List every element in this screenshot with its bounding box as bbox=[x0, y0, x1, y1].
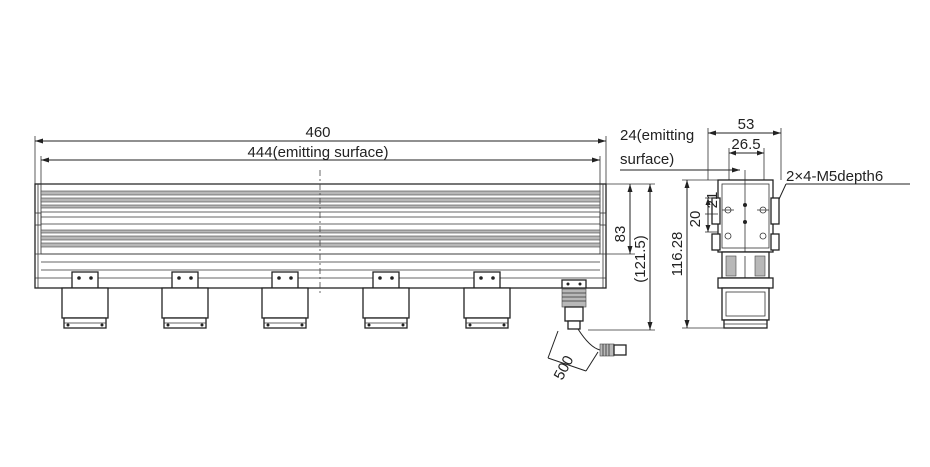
side-view: 24(emitting surface) 53 26.5 2×4-M5depth… bbox=[620, 116, 910, 329]
dimension-500: 500 bbox=[547, 330, 599, 383]
dim-label-21: 21 bbox=[704, 192, 721, 209]
side-profile-body bbox=[717, 179, 774, 253]
dimension-26-5: 26.5 bbox=[729, 136, 764, 156]
dimension-116-28: 116.28 bbox=[669, 180, 690, 328]
mounting-brackets bbox=[61, 271, 511, 329]
dimension-53: 53 bbox=[708, 116, 781, 136]
cable-connector bbox=[561, 279, 627, 357]
dim-label-20: 20 bbox=[687, 211, 704, 228]
dimension-444: 444(emitting surface) bbox=[41, 144, 600, 163]
emitting-width-label-line2: surface) bbox=[620, 151, 674, 168]
dim-label-500: 500 bbox=[551, 353, 578, 383]
dim-label-83: 83 bbox=[612, 226, 629, 243]
dim-label-116-28: 116.28 bbox=[669, 232, 686, 277]
dim-label-53: 53 bbox=[738, 116, 755, 133]
dimension-460: 460 bbox=[35, 124, 606, 144]
dim-label-444: 444(emitting surface) bbox=[248, 144, 389, 161]
emitting-width-label-line1: 24(emitting bbox=[620, 127, 694, 144]
dimension-20-21: 20 21 bbox=[687, 192, 721, 232]
dim-label-460: 460 bbox=[305, 124, 330, 141]
dimension-83: 83 bbox=[612, 184, 633, 254]
dim-label-121-5: (121.5) bbox=[632, 235, 649, 283]
front-view: 460 444(emitting surface) bbox=[34, 124, 655, 383]
dim-label-26-5: 26.5 bbox=[731, 136, 760, 153]
screw-hole-label: 2×4-M5depth6 bbox=[786, 168, 883, 185]
dimension-121-5: (121.5) bbox=[632, 184, 653, 330]
